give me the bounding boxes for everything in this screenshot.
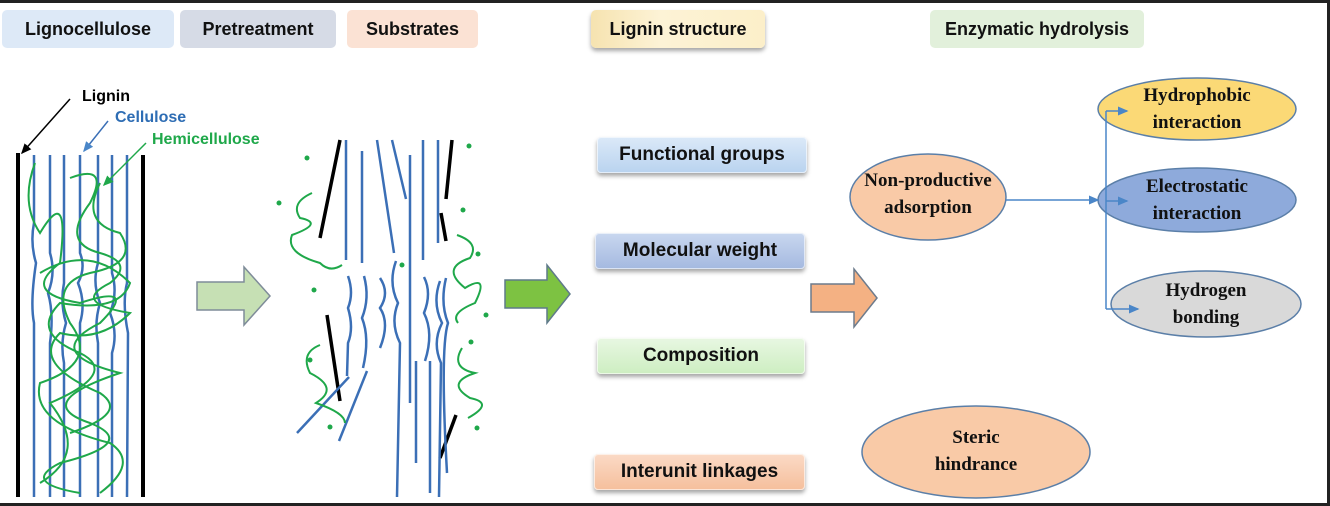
interunit-linkages-box: Interunit linkages — [594, 454, 805, 490]
lignin-label: Lignin — [82, 88, 130, 105]
pretreatment-arrow — [196, 265, 272, 327]
tag-substrates: Substrates — [347, 10, 478, 48]
tag-pretreatment: Pretreatment — [180, 10, 336, 48]
steric-line2: hindrance — [934, 454, 1018, 475]
functional-groups-box: Functional groups — [597, 137, 807, 173]
diagram-canvas: Lignocellulose Pretreatment Substrates L… — [0, 3, 1327, 503]
hemicellulose-label: Hemicellulose — [152, 131, 260, 148]
interaction-connectors — [1006, 106, 1140, 314]
tag-enzymatic-hydrolysis: Enzymatic hydrolysis — [930, 10, 1144, 48]
cellulose-pointer — [83, 120, 109, 153]
electrostatic-line2: interaction — [1152, 203, 1242, 224]
electrostatic-label: Electrostatic interaction — [1110, 173, 1284, 227]
steric-label: Steric hindrance — [900, 424, 1052, 478]
hydrogen-label: Hydrogen bonding — [1130, 277, 1282, 331]
tag-lignin-structure: Lignin structure — [591, 10, 765, 48]
non-productive-line2: adsorption — [884, 197, 972, 218]
hemicellulose-pointer — [102, 142, 147, 187]
hydrophobic-label: Hydrophobic interaction — [1110, 82, 1284, 136]
molecular-weight-box: Molecular weight — [595, 233, 805, 269]
substrate-structure — [276, 139, 489, 498]
non-productive-line1: Non-productive — [864, 170, 992, 191]
hemicellulose-chains — [27, 162, 133, 494]
diagram-graphics — [16, 77, 1302, 499]
non-productive-ellipse — [849, 153, 1007, 241]
hydrolysis-arrow — [810, 266, 878, 330]
composition-box: Composition — [597, 338, 805, 374]
non-productive-label: Non-productive adsorption — [850, 167, 1006, 221]
hydrogen-line2: bonding — [1172, 307, 1240, 328]
cellulose-label: Cellulose — [115, 109, 187, 126]
hydrophobic-line1: Hydrophobic — [1143, 85, 1251, 106]
steric-ellipse — [861, 405, 1091, 499]
hemicellulose-fragments — [276, 143, 489, 431]
hydrophobic-line2: interaction — [1152, 112, 1242, 133]
steric-line1: Steric — [952, 427, 1000, 448]
lignocellulose-structure — [16, 98, 147, 498]
substrate-arrow — [504, 262, 571, 326]
tag-lignocellulose: Lignocellulose — [2, 10, 174, 48]
hydrogen-ellipse — [1110, 270, 1302, 338]
hydrophobic-ellipse — [1097, 77, 1297, 141]
lignin-pointer — [21, 98, 71, 155]
hydrogen-line1: Hydrogen — [1165, 280, 1247, 301]
electrostatic-line1: Electrostatic — [1146, 176, 1248, 197]
